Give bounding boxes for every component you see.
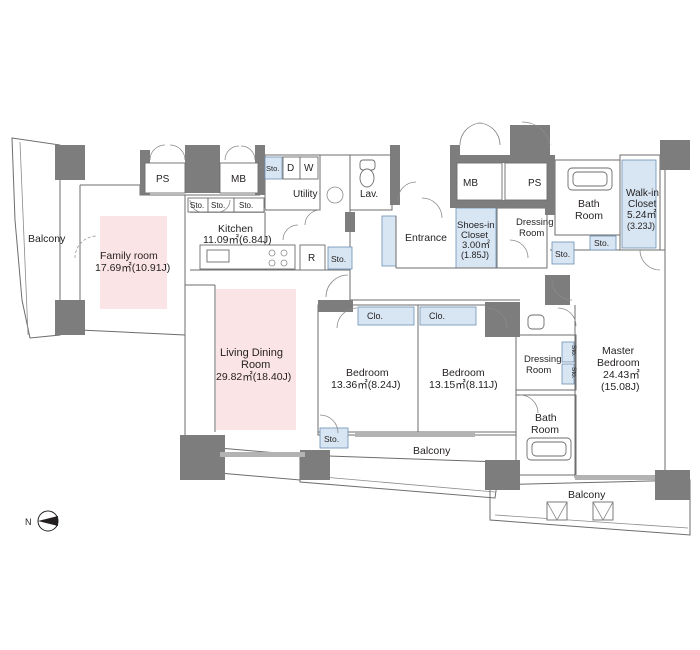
walkin-area: 5.24㎡ (627, 209, 656, 221)
shoes-area: 3.00㎡ (462, 240, 490, 251)
master-bedroom-j: (15.08J) (601, 381, 640, 393)
balcony-left-label: Balcony (28, 233, 66, 245)
w-label: W (304, 163, 314, 174)
north-compass-icon: N (25, 510, 59, 532)
sink (206, 249, 230, 263)
structural-walls (55, 125, 690, 500)
ps-closet-top (144, 162, 186, 194)
sto-vertical-1: Sto. (570, 345, 577, 357)
kitchen-area: 11.09㎡(6.84J) (203, 234, 272, 246)
clo-2-label: Clo. (429, 311, 445, 321)
master-bedroom-label-2: Bedroom (597, 357, 640, 369)
d-label: D (287, 163, 294, 174)
shoes-label-2: Closet (461, 230, 488, 241)
compass-n-label: N (25, 517, 32, 527)
walkin-label-1: Walk-in (626, 188, 659, 199)
balcony-outlines (11, 137, 691, 536)
room-labels: Balcony PS MB Sto. D W Utility Lav. MB P… (28, 163, 659, 501)
sto-utility-label: Sto. (266, 164, 279, 173)
mb-closet-top (219, 162, 259, 194)
doors (74, 121, 661, 434)
bath-top-label-1: Bath (578, 198, 600, 210)
walkin-j: (3.23J) (627, 221, 655, 231)
sto-kitchen-1: Sto. (190, 201, 204, 210)
bedroom-1-area: 13.36㎡(8.24J) (331, 379, 400, 391)
kitchen-label: Kitchen (218, 223, 253, 235)
master-bedroom-area: 24.43㎡ (603, 369, 640, 381)
master-bedroom-label-1: Master (602, 345, 635, 357)
sto-master-label: Sto. (594, 238, 609, 248)
sto-refrigerator-label: Sto. (331, 254, 346, 264)
bedroom-2-area: 13.15㎡(8.11J) (429, 379, 498, 391)
refrigerator-label: R (308, 253, 315, 264)
dressing-top-label-2: Room (519, 228, 544, 239)
bedroom-1-label: Bedroom (346, 367, 389, 379)
shoes-label-1: Shoes-in (457, 220, 495, 231)
sto-vertical-2: Sto. (570, 367, 577, 379)
living-room-label-2: Room (241, 359, 270, 371)
living-room-highlight (216, 289, 296, 430)
balcony-mid-label: Balcony (413, 445, 451, 457)
dressing-mid-label-2: Room (526, 365, 551, 376)
sto-kitchen-2: Sto. (211, 201, 225, 210)
shoes-j: (1.85J) (461, 250, 489, 260)
ps-top-label: PS (156, 174, 170, 185)
family-room-area: 17.69㎡(10.91J) (95, 262, 170, 274)
ps-right-label: PS (528, 178, 542, 189)
balcony-right-label: Balcony (568, 489, 606, 501)
mb-closet-right (456, 162, 503, 201)
living-room-label-1: Living Dining (220, 347, 283, 359)
bath-mid-label-1: Bath (535, 412, 557, 424)
walkin-closet-fill (621, 159, 657, 249)
sto-bedroom-1-label: Sto. (324, 434, 339, 444)
walkin-label-2: Closet (628, 199, 657, 210)
utility-label: Utility (293, 189, 317, 200)
dressing-top-label-1: Dressing (516, 217, 554, 228)
living-room-area: 29.82㎡(18.40J) (216, 371, 291, 383)
bath-mid-label-2: Room (531, 424, 559, 436)
room-highlights (100, 159, 657, 430)
sto-kitchen-3: Sto. (239, 201, 253, 210)
entrance-storage-fill (381, 215, 397, 267)
bedroom-2-label: Bedroom (442, 367, 485, 379)
family-room-label: Family room (100, 250, 158, 262)
ps-closet-right (504, 162, 548, 201)
clo-1-label: Clo. (367, 311, 383, 321)
fixtures (144, 156, 617, 521)
family-room-highlight (100, 216, 167, 309)
mb-top-label: MB (231, 174, 246, 185)
kitchen-counter (199, 244, 296, 270)
lav-label: Lav. (360, 189, 378, 200)
sto-bath-label: Sto. (555, 249, 570, 259)
entrance-label: Entrance (405, 232, 447, 244)
dressing-mid-label-1: Dressing (524, 354, 562, 365)
mb-right-label: MB (463, 178, 478, 189)
bath-top-label-2: Room (575, 210, 603, 222)
